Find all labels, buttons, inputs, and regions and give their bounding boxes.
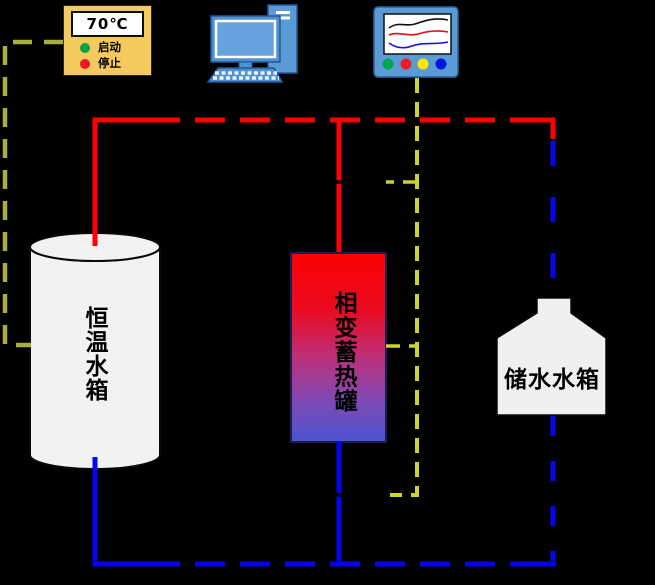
pcm-tank <box>290 252 387 443</box>
start-label: 启动 <box>98 39 121 54</box>
cold-water-pipes <box>92 141 556 567</box>
pcm-tank-label: 相变蓄热罐 <box>330 291 356 414</box>
temperature-display: 70℃ <box>71 11 144 37</box>
hot-pipe-left-riser <box>92 117 150 246</box>
sensor-ticks <box>334 180 342 497</box>
controller-signal-line <box>2 39 63 348</box>
data-logger-icon <box>373 6 459 78</box>
hot-water-pipes <box>92 117 556 252</box>
storage-tank <box>496 297 607 416</box>
logger-button-yellow <box>417 58 429 70</box>
cold-pipe-left-drop <box>92 457 150 567</box>
start-indicator-icon <box>80 42 90 53</box>
logger-button-blue <box>435 58 447 70</box>
temperature-controller: 70℃ 启动 停止 <box>63 5 152 76</box>
logger-curve-blue <box>388 41 449 49</box>
stop-indicator: 停止 <box>80 55 151 70</box>
hot-pipe-right-drop <box>534 117 556 139</box>
start-indicator: 启动 <box>80 39 151 54</box>
storage-tank-label: 储水水箱 <box>504 367 600 393</box>
logger-signal-lines <box>386 78 419 497</box>
constant-temp-tank-label: 恒温水箱 <box>81 306 107 402</box>
stop-label: 停止 <box>98 55 121 70</box>
keyboard-icon <box>206 67 284 83</box>
logger-button-red <box>400 58 412 70</box>
logger-curve-black <box>388 18 449 29</box>
stop-indicator-icon <box>80 58 90 69</box>
logger-button-green <box>382 58 394 70</box>
computer-icon <box>206 4 298 83</box>
logger-signal-main <box>390 78 419 497</box>
logger-curve-red <box>388 30 449 36</box>
